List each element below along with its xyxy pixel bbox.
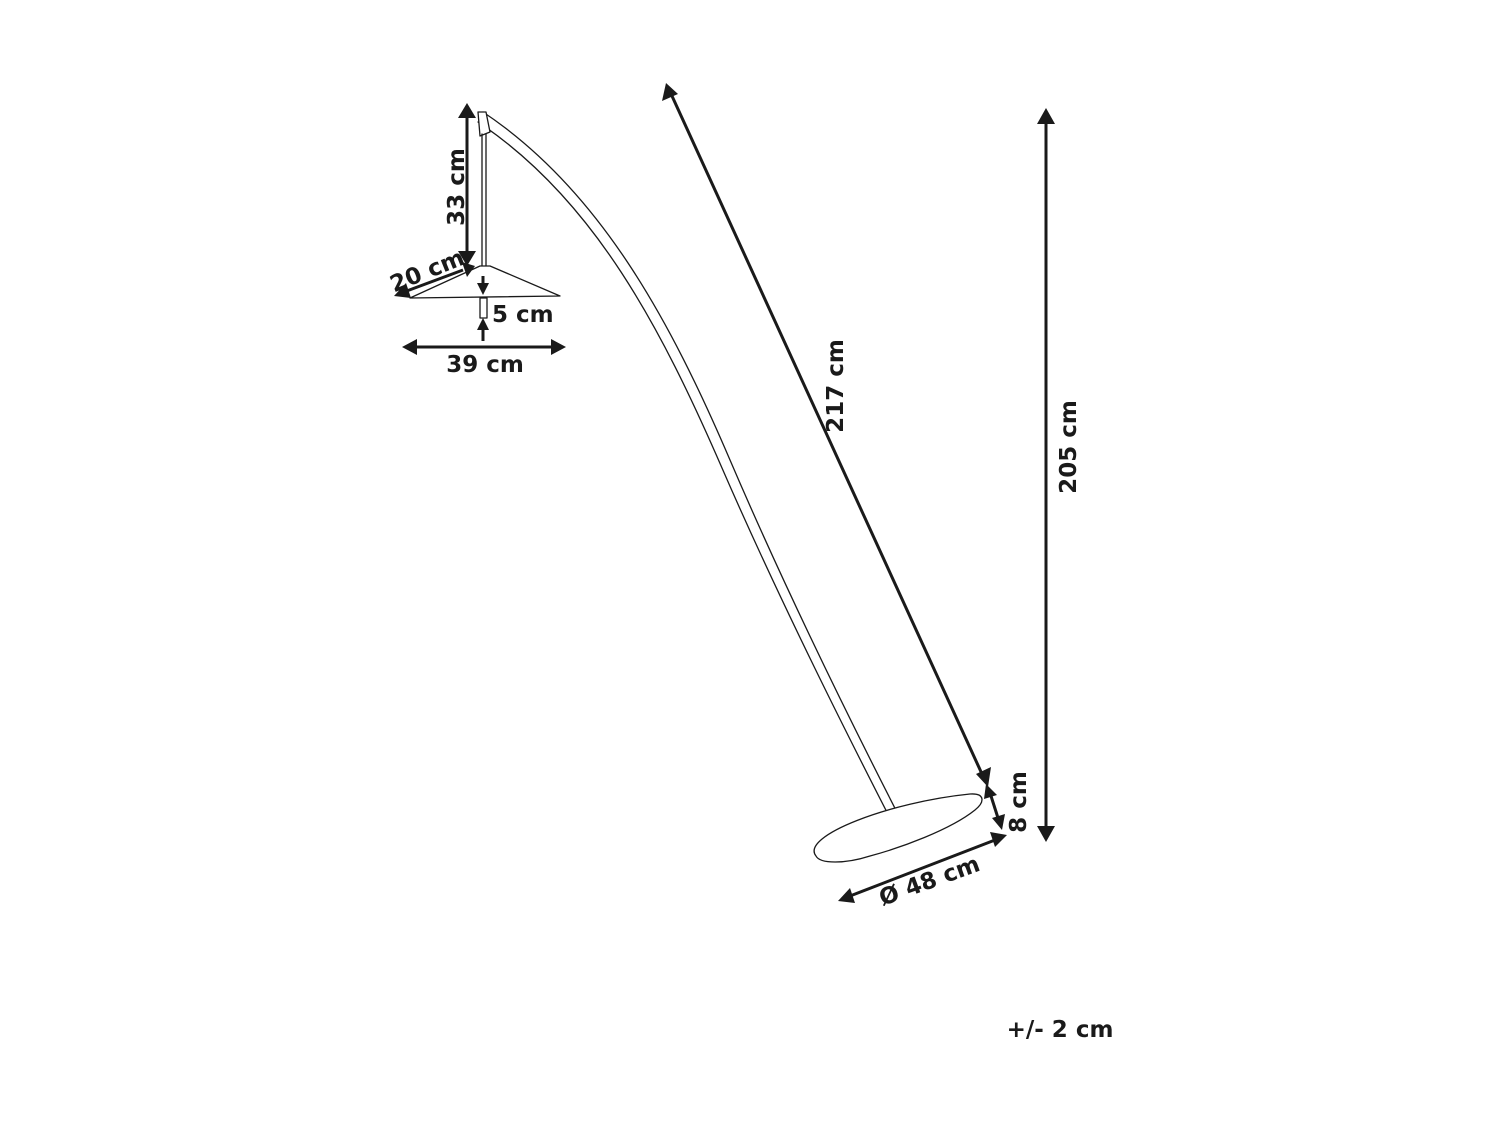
label-base-height: 8 cm (1006, 771, 1032, 833)
dimension-base-height: 8 cm (984, 771, 1032, 833)
lamp-base (813, 793, 983, 863)
dimension-shade-thickness: 5 cm (477, 276, 554, 341)
tolerance-note: +/- 2 cm (1007, 1017, 1114, 1043)
label-shade-width: 39 cm (446, 352, 524, 378)
dimension-total-height: 205 cm (1037, 108, 1082, 842)
dimension-shade-rod-height: 33 cm (444, 103, 476, 266)
label-base-diameter: Ø 48 cm (876, 851, 984, 911)
dimension-shade-width: 39 cm (402, 339, 566, 378)
label-shade-rod-height: 33 cm (444, 148, 470, 226)
arc-pole-inner (477, 121, 895, 827)
label-arc-length: 217 cm (823, 339, 849, 433)
label-shade-thickness: 5 cm (492, 302, 554, 328)
label-total-height: 205 cm (1056, 400, 1082, 494)
dimension-arc-length: 217 cm (662, 83, 991, 787)
lamp-shade (409, 265, 561, 299)
pole-tip (477, 111, 491, 137)
lamp-drawing (409, 111, 983, 863)
bulb-holder (479, 297, 488, 319)
